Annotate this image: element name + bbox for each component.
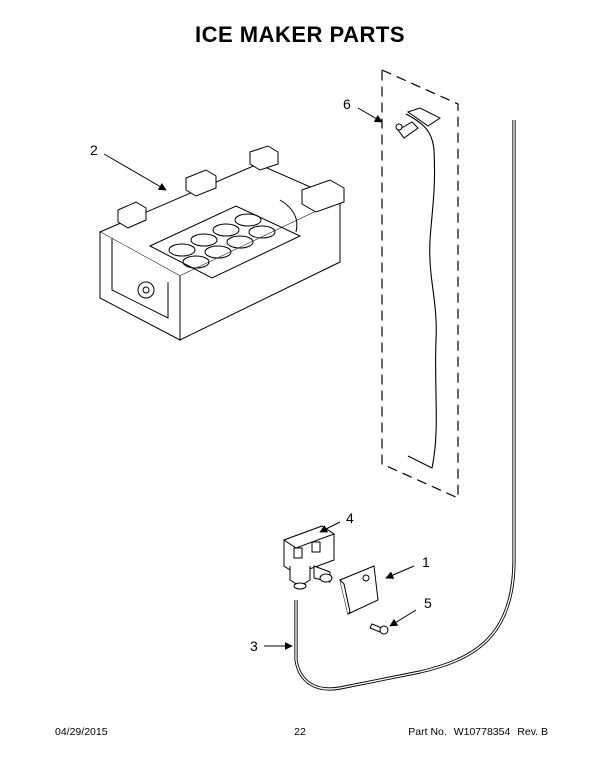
water-valve: [282, 525, 336, 590]
callout-3: 3: [250, 638, 258, 654]
callout-leader-2: [103, 153, 167, 191]
callout-leader-6: [357, 107, 383, 123]
footer-part-number: W10778354: [453, 726, 511, 738]
footer-date: 04/29/2015: [55, 726, 108, 738]
ice-maker-assembly: [98, 145, 345, 341]
wire-harness-assembly: [381, 69, 459, 499]
footer-page-number: 22: [294, 726, 306, 738]
water-tube: [294, 120, 516, 691]
callout-5: 5: [424, 595, 432, 611]
callout-6: 6: [343, 96, 351, 112]
callout-leader-5: [389, 609, 417, 627]
valve-bracket: [339, 565, 379, 615]
screw: [369, 623, 389, 635]
callout-1: 1: [422, 554, 430, 570]
callout-2: 2: [90, 142, 98, 158]
footer-part-info: Part No. W10778354 Rev. B: [404, 726, 548, 738]
callout-leader-1: [385, 565, 415, 579]
footer-revision: Rev. B: [517, 726, 548, 738]
page-title: ICE MAKER PARTS: [195, 22, 405, 47]
footer-part-label: Part No.: [408, 726, 447, 738]
callout-leader-4: [319, 521, 341, 533]
callout-4: 4: [346, 510, 354, 526]
callout-leaders: [103, 107, 417, 650]
